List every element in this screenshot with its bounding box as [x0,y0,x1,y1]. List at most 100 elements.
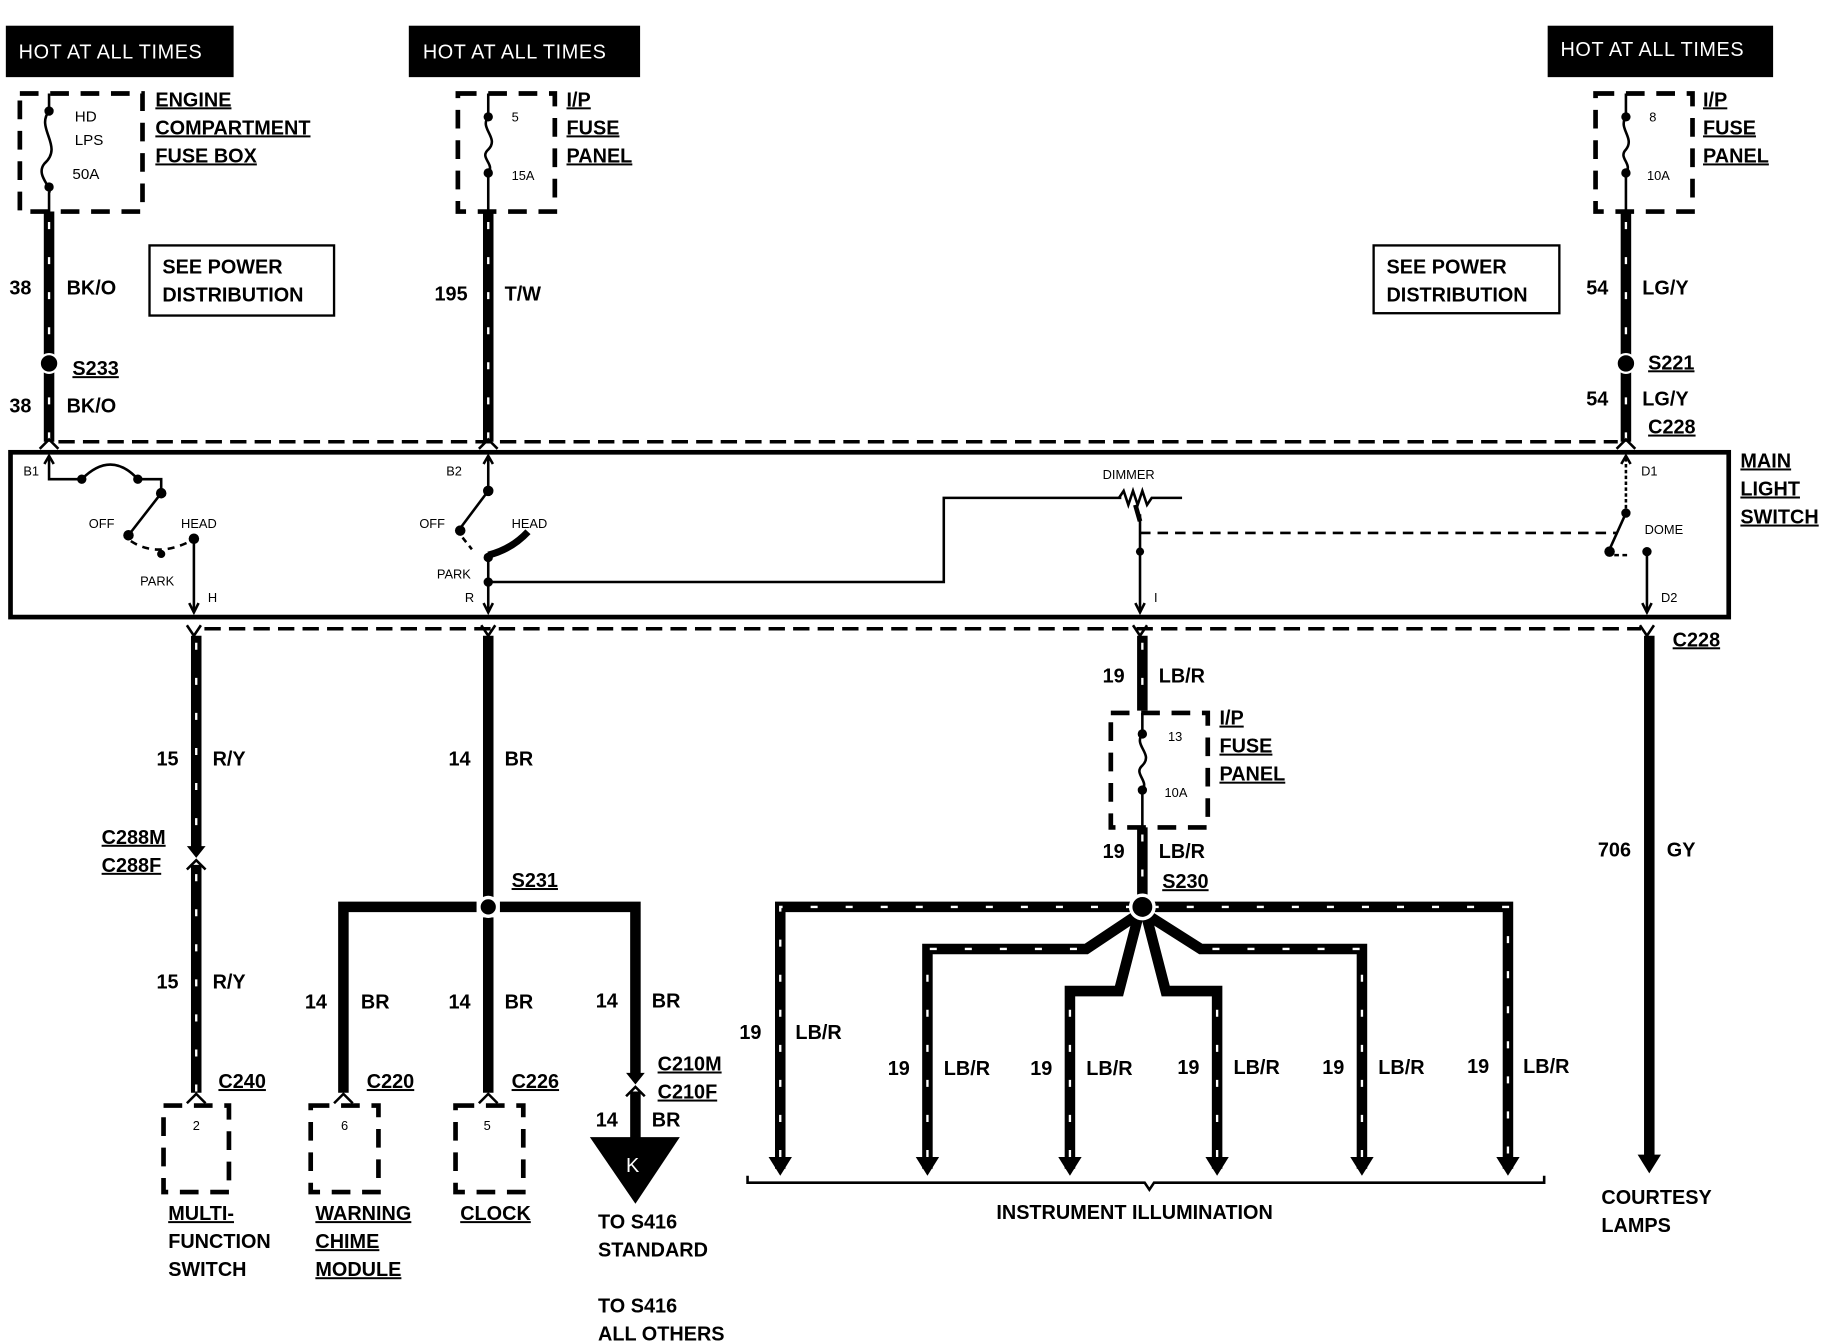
switch-position-label: OFF [89,516,115,531]
fuse-box-name: FUSE BOX [155,145,257,167]
component-name: FUNCTION [168,1231,271,1253]
fuse-number: 13 [1168,729,1182,744]
component-pin: 5 [484,1118,491,1133]
fuse-box-name: I/P [1219,708,1243,730]
splice-dot [477,895,500,919]
fuse-element-icon [484,93,494,212]
offpage-text: TO S416 [598,1295,677,1317]
note-text: DISTRIBUTION [162,285,303,307]
fuse-number: 8 [1649,110,1656,125]
offpage-connector-k[interactable]: K TO S416 STANDARD TO S416 ALL OTHERS [589,1137,725,1344]
fuse-ip-5: 5 15A I/P FUSE PANEL [455,89,633,214]
see-power-distribution-box: SEE POWER DISTRIBUTION [148,244,336,317]
connector-label: C240 [218,1071,265,1093]
power-header-3: HOT AT ALL TIMES [1547,25,1774,78]
power-header-label: HOT AT ALL TIMES [19,41,203,63]
splice-label: S231 [512,870,558,892]
connector-label: C288M [102,827,166,849]
power-header-label: HOT AT ALL TIMES [1561,39,1745,61]
splice-label: S221 [1648,352,1694,374]
wire-706[interactable]: 706 GY COURTESY LAMPS [1598,635,1712,1237]
instrument-illumination-harness: 19 LB/R 19 LB/R 19 LB/R 19 LB/R 19 LB/R … [739,893,1569,1224]
switch-position-label: HEAD [512,516,548,531]
switch-name: SWITCH [1740,507,1818,529]
component-name: MODULE [315,1259,401,1281]
component-multifunction-switch[interactable]: 2 MULTI- FUNCTION SWITCH [161,1103,271,1282]
wire-circuit: 19 [1030,1058,1052,1080]
pin-label: D1 [1641,464,1657,479]
wire-color: BK/O [67,396,117,418]
wire-color: LB/R [795,1022,841,1044]
component-pin: 2 [193,1118,200,1133]
switch-name: LIGHT [1740,479,1800,501]
dimmer-label: DIMMER [1103,467,1155,482]
wire-circuit: 19 [1177,1057,1199,1079]
fuse-id: LPS [75,132,104,149]
wire-circuit: 14 [305,992,327,1014]
fuse-engine-compartment: HD LPS 50A ENGINE COMPARTMENT FUSE BOX [17,89,310,214]
instrument-illumination-label: INSTRUMENT ILLUMINATION [996,1202,1272,1224]
switch-position-label: PARK [140,574,174,589]
switch-position-label: HEAD [181,516,217,531]
main-light-switch: MAIN LIGHT SWITCH B1 OFF HEAD PARK H B2 … [8,449,1819,620]
wire-color: LB/R [944,1058,990,1080]
fuse-rating: 50A [72,166,100,183]
wire-color: LB/R [1523,1056,1569,1078]
component-warning-chime-module[interactable]: 6 WARNING CHIME MODULE [308,1103,412,1282]
pin-label: B1 [23,464,39,479]
connector-label: C228 [1673,629,1720,651]
splice-label: S233 [72,358,118,380]
fuse-box-name: FUSE [1219,736,1272,758]
pin-label: H [208,590,217,605]
wire-color: LB/R [1378,1057,1424,1079]
component-name: SWITCH [168,1259,246,1281]
switch-name: MAIN [1740,450,1791,472]
fuse-ip-8: 8 10A I/P FUSE PANEL [1593,89,1769,214]
courtesy-lamps-label: LAMPS [1601,1215,1670,1237]
wire-color: BK/O [67,278,117,300]
wire-color: LB/R [1159,666,1205,688]
wire-circuit: 19 [739,1022,761,1044]
wire-circuit: 19 [888,1058,910,1080]
wire-circuit: 14 [596,1110,618,1132]
fuse-element-icon [1138,712,1148,828]
wire-color: LB/R [1086,1058,1132,1080]
wire-circuit: 14 [596,990,618,1012]
wire-color: LG/Y [1642,278,1688,300]
fuse-box-name: PANEL [567,145,633,167]
power-header-label: HOT AT ALL TIMES [423,41,607,63]
wire-19-feed: 19 LB/R [1103,635,1205,711]
pin-label: I [1154,590,1158,605]
fuse-box-name: PANEL [1219,764,1285,786]
component-name: CLOCK [460,1203,531,1225]
pin-label: D2 [1661,590,1677,605]
fuse-box-name: FUSE [1703,117,1756,139]
wire-circuit: 706 [1598,840,1631,862]
offpage-letter: K [626,1155,640,1177]
component-name: CHIME [315,1231,379,1253]
offpage-arrow-icon [589,1137,680,1204]
fuse-id: HD [75,109,97,126]
wire-color: BR [361,992,390,1014]
component-clock[interactable]: 5 CLOCK [453,1103,532,1226]
wire-circuit: 195 [435,283,468,305]
pin-label: B2 [446,464,462,479]
splice-dot [38,352,60,374]
wire-circuit: 38 [9,278,31,300]
wire-color: BR [652,1110,681,1132]
offpage-text: TO S416 [598,1211,677,1233]
note-text: DISTRIBUTION [1386,285,1527,307]
wire-circuit: 19 [1467,1056,1489,1078]
fuse-element-icon [1622,93,1630,212]
offpage-text: ALL OTHERS [598,1323,724,1344]
wire-19-to-splice: 19 LB/R S230 [1103,827,1209,900]
note-text: SEE POWER [1386,256,1506,278]
fuse-rating: 15A [512,168,535,183]
component-name: MULTI- [168,1203,234,1225]
offpage-text: STANDARD [598,1239,708,1261]
splice-label: S230 [1162,871,1208,893]
splice-dot [1128,893,1156,921]
wire-color: LB/R [1233,1057,1279,1079]
connector-label: C228 [1648,417,1695,439]
